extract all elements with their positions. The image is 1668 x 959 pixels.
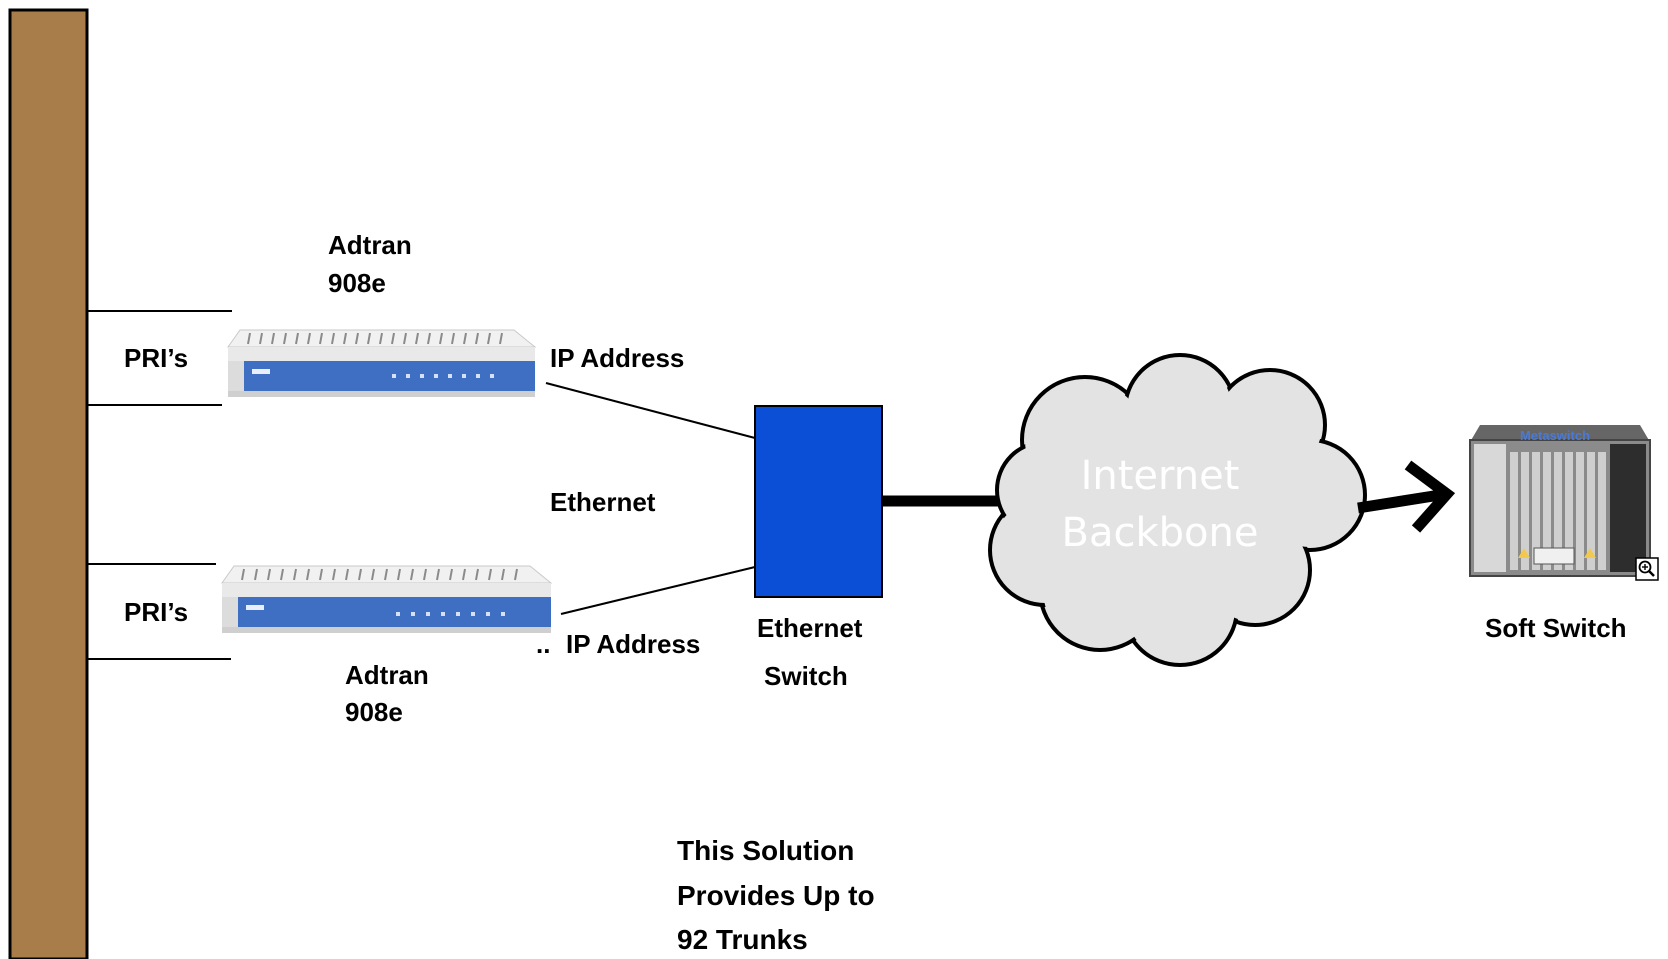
top-device-name-line1: Adtran — [328, 230, 412, 260]
cloud-label-line2: Backbone — [1061, 510, 1259, 556]
bottom-ip-label: IP Address — [566, 629, 701, 659]
softswitch-brand: Metaswitch — [1520, 428, 1590, 443]
demarc-wall — [8, 8, 89, 959]
footer-line1: This Solution — [677, 835, 855, 866]
bottom-device-name-line2: 908e — [345, 697, 403, 727]
zoom-in-icon[interactable] — [1635, 557, 1659, 581]
footer-line2: Provides Up to — [677, 880, 875, 911]
softswitch-label: Soft Switch — [1485, 613, 1627, 643]
top-ip-label: IP Address — [550, 343, 685, 373]
top-pri-label: PRI’s — [124, 343, 189, 373]
ethernet-switch — [754, 405, 883, 598]
footer-line3: 92 Trunks — [677, 924, 808, 955]
bottom-device-name-line1: Adtran — [345, 660, 429, 690]
switch-label-line2: Switch — [764, 661, 848, 691]
cloud-label-line1: Internet — [1080, 453, 1240, 499]
ethernet-link-bottom — [560, 566, 756, 615]
bottom-pri-label: PRI’s — [124, 597, 189, 627]
internet-cloud-fill — [993, 358, 1362, 662]
softswitch-chassis — [1469, 425, 1651, 577]
ethernet-link-top — [545, 382, 756, 439]
adtran-device-top — [227, 329, 537, 397]
top-device-name-line2: 908e — [328, 268, 386, 298]
adtran-device-bottom — [221, 565, 553, 633]
bottom-ip-prefix: .. — [536, 629, 551, 659]
arrow-to-softswitch — [1357, 460, 1456, 533]
switch-label-line1: Ethernet — [757, 613, 863, 643]
ethernet-label: Ethernet — [550, 487, 656, 517]
